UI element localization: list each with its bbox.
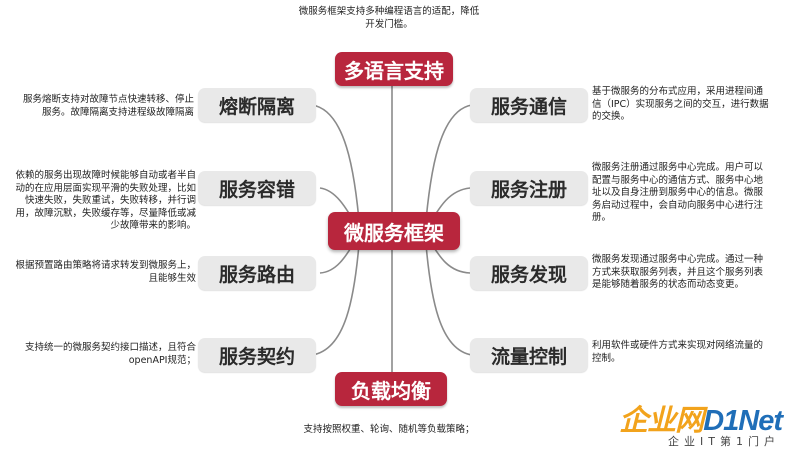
node-fault-tolerance: 服务容错 [198,171,316,205]
traffic-control-desc: 利用软件或硬件方式来实现对网络流量的控制。 [592,340,764,364]
bottom-desc: 支持按照权重、轮询、随机等负载策略； [303,424,475,435]
watermark-brand-a: 企业网 [619,405,704,437]
routing-desc: 根据预置路由策略将请求转发到微服务上，且能够生效 [15,260,196,284]
fault-tolerance-desc: 依赖的服务出现故障时候能够自动或者半自动的在应用层面实现平滑的失败处理，比如快速… [15,170,196,231]
node-center: 微服务框架 [328,212,460,250]
watermark: 企业网D1Net 企业IT第1门户 [612,397,783,453]
top-desc: 微服务框架支持多种编程语言的适配，降低开发门槛。 [298,6,480,30]
watermark-sub: 企业IT第1门户 [668,435,780,448]
discovery-desc: 微服务发现通过服务中心完成。通过一种方式来获取服务列表，并且这个服务列表是能够随… [592,254,764,290]
registration-desc: 微服务注册通过服务中心完成。用户可以配置与服务中心的通信方式、服务中心地址以及自… [592,162,764,223]
node-load-balance: 负载均衡 [335,372,447,406]
node-circuit-break: 熔断隔离 [198,88,316,122]
node-discovery: 服务发现 [470,256,588,290]
communication-desc: 基于微服务的分布式应用，采用进程间通信（IPC）实现服务之间的交互，进行数据的交… [592,86,769,122]
node-registration: 服务注册 [470,171,588,205]
node-traffic-control: 流量控制 [470,338,588,372]
node-multi-language: 多语言支持 [335,52,453,86]
node-routing: 服务路由 [198,256,316,290]
watermark-logo: 企业网D1Net [619,397,783,439]
circuit-break-desc: 服务熔断支持对故障节点快速转移、停止服务。故障隔离支持进程级故障隔离 [22,94,194,118]
node-communication: 服务通信 [470,88,588,122]
node-contract: 服务契约 [198,338,316,372]
contract-desc: 支持统一的微服务契约接口描述，且符合openAPI规范； [24,342,196,366]
watermark-brand-b: D1Net [703,405,783,437]
